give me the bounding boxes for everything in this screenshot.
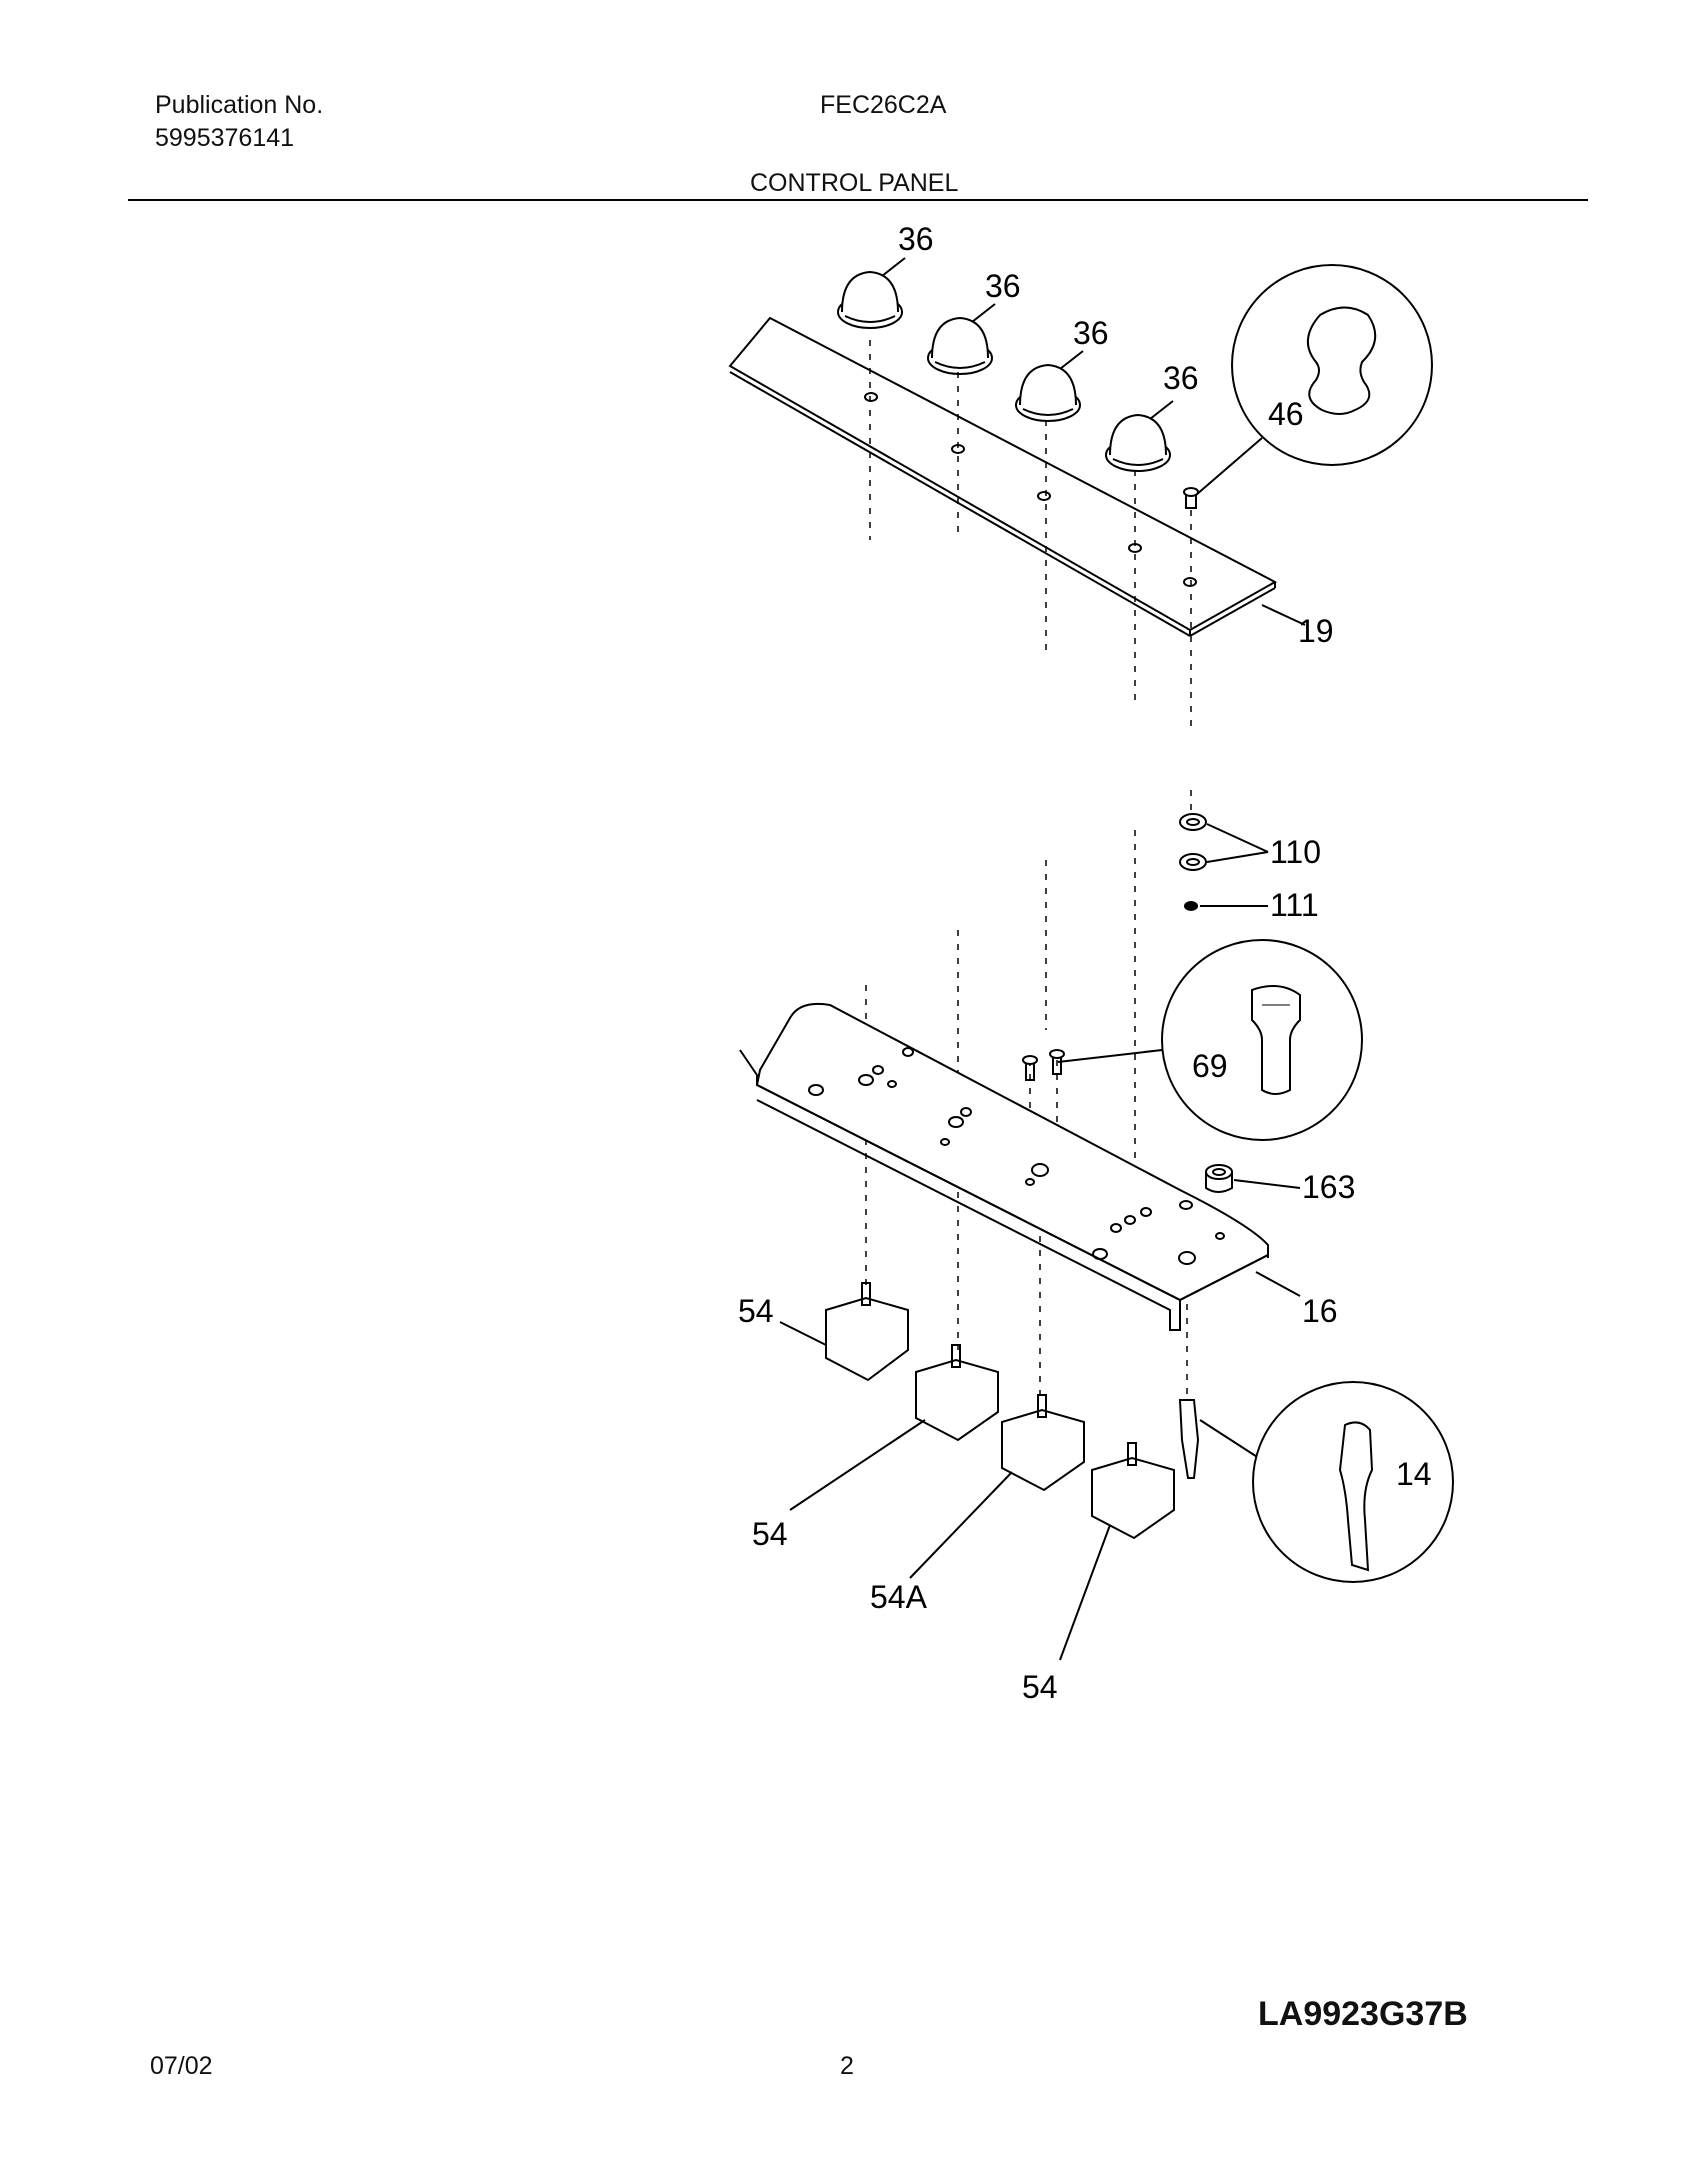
callout-36-a: 36 <box>898 221 934 257</box>
callout-54-a: 54 <box>738 1293 774 1329</box>
nut-111 <box>1184 901 1198 911</box>
control-panel-16 <box>755 1002 1269 1302</box>
knob-36-b <box>927 316 993 375</box>
detail-circle-14 <box>1252 1381 1454 1583</box>
knob-36-c <box>1015 363 1081 422</box>
publication-number: 5995376141 <box>155 124 295 152</box>
callout-111: 111 <box>1270 887 1319 923</box>
knob-36-d <box>1105 413 1171 472</box>
callout-14: 14 <box>1396 1456 1432 1492</box>
callout-16: 16 <box>1302 1293 1338 1329</box>
publication-label: Publication No. <box>155 91 324 119</box>
lower-knob-54-a <box>825 1282 909 1382</box>
callout-110: 110 <box>1270 834 1321 870</box>
detail-circle-46 <box>1231 264 1433 466</box>
callout-46: 46 <box>1268 396 1304 432</box>
drawing-code: LA9923G37B <box>1258 1995 1468 2033</box>
callout-36-d: 36 <box>1163 360 1199 396</box>
model-number: FEC26C2A <box>820 91 947 119</box>
callout-54-b: 54 <box>752 1516 788 1552</box>
callout-36-b: 36 <box>985 268 1021 304</box>
callout-69: 69 <box>1192 1048 1228 1084</box>
lower-knob-54A <box>1001 1394 1085 1492</box>
shaft-14 <box>1178 1399 1200 1479</box>
callout-54-c: 54 <box>1022 1669 1058 1705</box>
callout-54A: 54A <box>870 1579 928 1615</box>
header-rule <box>128 199 1588 201</box>
section-title: CONTROL PANEL <box>750 169 959 197</box>
callout-36-c: 36 <box>1073 315 1109 351</box>
lower-knob-54-b <box>915 1344 999 1442</box>
callout-163: 163 <box>1302 1169 1355 1205</box>
washer-110-b <box>1179 853 1207 871</box>
callout-19: 19 <box>1298 613 1334 649</box>
knob-36-a <box>837 270 903 329</box>
lower-knob-54-c <box>1091 1442 1175 1540</box>
page-number: 2 <box>840 2052 854 2080</box>
publication-date: 07/02 <box>150 2052 213 2080</box>
washer-110-a <box>1179 813 1207 831</box>
